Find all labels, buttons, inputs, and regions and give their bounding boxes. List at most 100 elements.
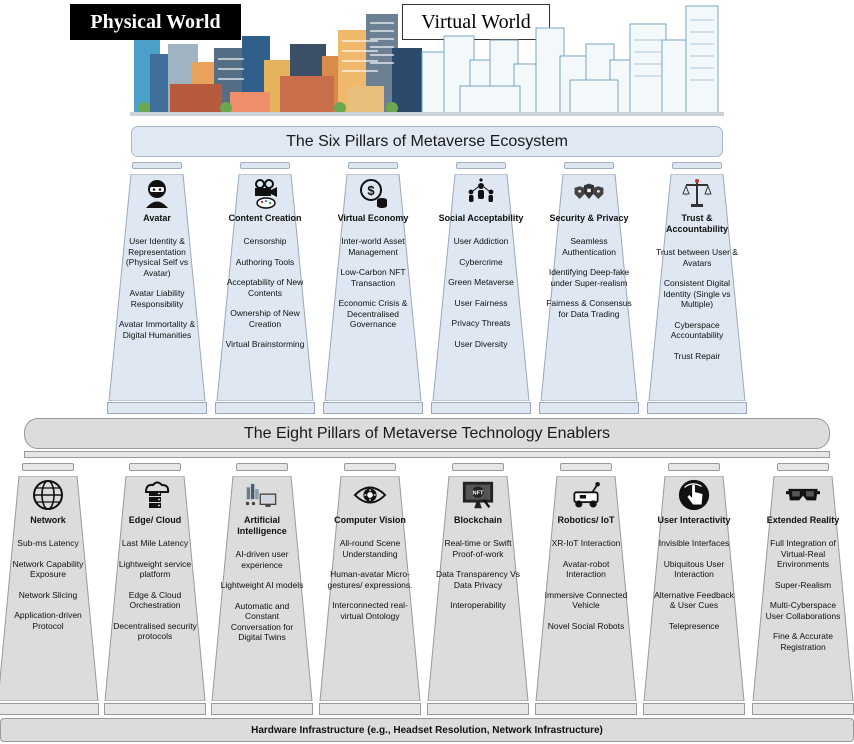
svg-text:NFT: NFT <box>473 491 485 497</box>
touch-hand-icon <box>677 478 711 512</box>
pillar-item: Network Slicing <box>18 589 78 600</box>
pillar-item: Censorship <box>243 236 287 246</box>
six_pillars-pillar-body <box>108 174 206 401</box>
balance-scale-icon <box>680 176 714 210</box>
eight_pillars-pillar-base <box>643 703 745 715</box>
eight_pillars-pillar-body <box>752 476 854 701</box>
pillar-item: AI-driven user experience <box>235 549 289 570</box>
pillar-item: Virtual Brainstorming <box>225 339 305 349</box>
eight_pillars-pillar-base <box>211 703 313 715</box>
six_pillars-pillar-top-cap <box>672 162 722 169</box>
eight_pillars-pillar-body <box>104 476 206 701</box>
eight_pillars-pillar-top-cap <box>236 463 288 471</box>
pillar-item: Low-Carbon NFT Transaction <box>340 267 406 288</box>
eight_pillars-pillar-body <box>0 476 99 701</box>
pillar-item: Avatar Immortality & Digital Humanities <box>118 319 196 340</box>
pillar-item: User Fairness <box>454 297 508 308</box>
pillar-item: User Identity & Representation (Physical… <box>125 236 189 278</box>
pillar-title: Virtual Economy <box>337 213 409 223</box>
six_pillars-pillar-top-cap <box>564 162 614 169</box>
pillar-item: Avatar Liability Responsibility <box>129 288 185 309</box>
pillar-item: Trust between User & Avatars <box>656 247 738 268</box>
pillar-item: Lightweight AI models <box>220 580 304 590</box>
robot-rover-icon <box>569 478 603 512</box>
svg-text:$: $ <box>367 183 375 198</box>
pillar-item: Identifying Deep-fake under Super-realis… <box>548 267 630 288</box>
pillar-item: Multi-Cyberspace User Collaborations <box>765 600 841 621</box>
six-pillars-banner: The Six Pillars of Metaverse Ecosystem <box>131 126 723 157</box>
eight_pillars-pillar-body <box>535 476 637 701</box>
pillar-item: Seamless Authentication <box>562 236 616 257</box>
film-camera-palette-icon <box>248 176 282 210</box>
eight_pillars-pillar-body <box>211 476 313 701</box>
pillar-item: Last Mile Latency <box>121 538 189 548</box>
pillar-item: Green Metaverse <box>448 277 514 287</box>
pillar-item: Cyberspace Accountability <box>670 319 724 341</box>
pillar-item: Decentralised security protocols <box>113 620 197 642</box>
dollar-coin-icon: $ <box>356 176 390 210</box>
pillar-item: All-round Scene Understanding <box>339 538 401 559</box>
pillar-title: Robotics/ IoT <box>557 515 615 525</box>
ninja-avatar-icon <box>140 176 174 210</box>
eight_pillars-pillar-base <box>535 703 637 715</box>
pillar-item: Authoring Tools <box>235 256 295 267</box>
ai-chart-monitor-icon <box>245 478 279 512</box>
eight_pillars-pillar-top-cap <box>129 463 181 471</box>
pillar-item: Economic Crisis & Decentralised Governan… <box>338 298 408 329</box>
six_pillars-pillar-body <box>432 174 530 401</box>
pillar-item: Data Transparency Vs Data Privacy <box>435 569 521 590</box>
security-shields-icon <box>572 176 606 210</box>
eight-pillars-banner: The Eight Pillars of Metaverse Technolog… <box>24 418 830 449</box>
pillar-title: Content Creation <box>228 213 302 223</box>
pillar-item: Inter-world Asset Management <box>341 236 405 257</box>
pillar-item: Human-avatar Micro-gestures/ expressions… <box>327 569 413 590</box>
pillar-item: Lightweight service platform <box>118 558 192 580</box>
virtual-world-label: Virtual World <box>402 4 550 40</box>
eight_pillars-pillar-top-cap <box>560 463 612 471</box>
pillar-item: Invisible Interfaces <box>658 538 730 548</box>
virtual-city <box>421 5 719 115</box>
pillar-title: Avatar <box>143 213 171 223</box>
pillar-title: Social Acceptability <box>438 213 524 223</box>
pillar-item: Interoperability <box>450 600 506 610</box>
hardware-infrastructure-base: Hardware Infrastructure (e.g., Headset R… <box>0 718 854 742</box>
pillar-item: Cybercrime <box>459 256 503 267</box>
eight_pillars-pillar-top-cap <box>452 463 504 471</box>
six_pillars-pillar-base <box>107 402 207 414</box>
six_pillars-pillar-body <box>540 174 638 401</box>
pillar-item: Network Capability Exposure <box>12 558 84 580</box>
eight_pillars-pillar-base <box>427 703 529 715</box>
six_pillars-pillar-top-cap <box>348 162 398 169</box>
pillar-title: User Interactivity <box>657 515 731 525</box>
eye-gear-icon <box>353 478 387 512</box>
pillar-item: User Diversity <box>454 338 508 349</box>
eight_pillars-pillar-top-cap <box>344 463 396 471</box>
eight_pillars-pillar-base <box>104 703 206 715</box>
people-network-icon <box>464 176 498 210</box>
physical-city <box>134 14 422 114</box>
six_pillars-pillar-base <box>647 402 747 414</box>
six_pillars-pillar-body <box>324 174 422 401</box>
physical-world-label: Physical World <box>70 4 241 40</box>
pillar-item: Telepresence <box>668 620 720 631</box>
eight_pillars-pillar-top-cap <box>22 463 74 471</box>
pillar-item: Fine & Accurate Registration <box>772 631 833 652</box>
cloud-server-icon <box>138 478 172 512</box>
six_pillars-pillar-body <box>216 174 314 401</box>
pillar-item: Ubiquitous User Interaction <box>663 558 725 580</box>
pillar-item: User Addiction <box>453 236 509 246</box>
pillar-title: Edge/ Cloud <box>128 515 182 525</box>
pillar-item: XR-IoT Interaction <box>551 538 621 548</box>
six_pillars-pillar-top-cap <box>132 162 182 169</box>
